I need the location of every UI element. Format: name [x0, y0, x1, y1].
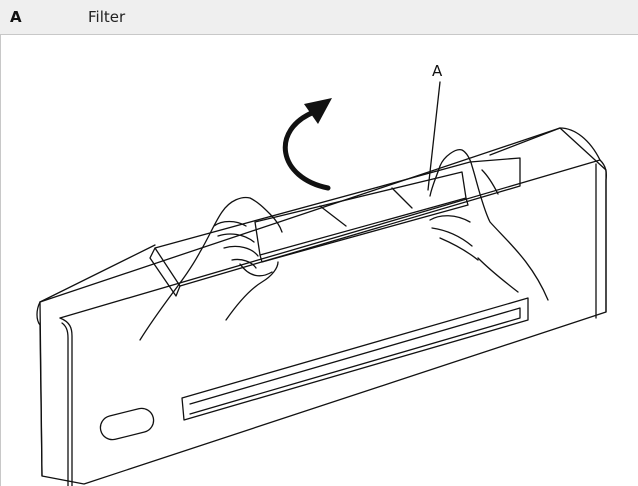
unit-front-face	[39, 127, 607, 485]
callout-label: A	[432, 62, 443, 80]
rotate-arrow-head-icon	[304, 98, 332, 124]
unit-right-endcap	[559, 127, 607, 313]
filter-cavity-side	[149, 247, 181, 297]
left-hand	[139, 196, 283, 341]
filter-cavity	[154, 157, 521, 287]
unit-left-endcap-inner	[61, 322, 69, 486]
legend-label: Filter	[88, 8, 126, 26]
legend-row: A Filter	[0, 0, 638, 34]
unit-left-endcap	[36, 301, 73, 486]
filter-panel-edge	[259, 197, 469, 263]
display-window	[99, 407, 155, 441]
legend-key: A	[10, 8, 22, 26]
unit-top-back-edge	[39, 127, 561, 303]
air-outlet-inner	[189, 307, 521, 415]
right-hand	[429, 149, 549, 301]
callout-leader-line	[427, 81, 441, 191]
rotate-arrow-icon	[282, 109, 331, 191]
filter-panel	[254, 171, 467, 256]
unit-top-front-edge	[59, 159, 601, 319]
air-outlet	[181, 297, 529, 421]
filter-panel-dividers	[319, 187, 413, 227]
